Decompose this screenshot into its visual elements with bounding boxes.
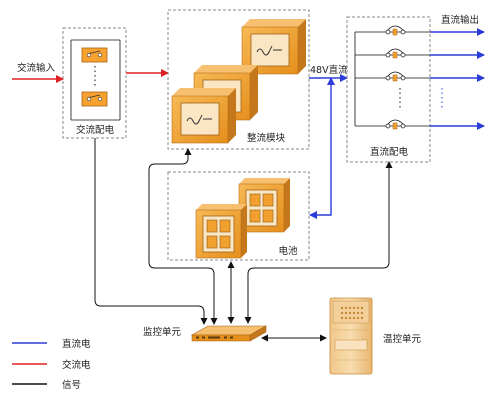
breaker-switch-icon: [81, 91, 108, 107]
breaker-switch-icon: [355, 25, 430, 36]
rectifier-module-label: 整流模块: [247, 132, 286, 144]
breaker-switch-icon: [355, 48, 430, 59]
ac-distribution-block: 交流配电: [62, 27, 127, 139]
dc-output-label: 直流输出: [441, 14, 479, 26]
ac-dc-wave-icon: [171, 88, 236, 144]
ac-distribution-frame: [62, 27, 127, 139]
dc-distribution-label: 直流配电: [370, 146, 409, 158]
dc-distribution-frame: [346, 16, 431, 163]
monitoring-unit-icon: [190, 325, 268, 342]
dc-bus-battery-link: [309, 77, 335, 219]
ac-distribution-label: 交流配电: [76, 124, 115, 136]
temp-control-unit-label: 温控单元: [383, 333, 422, 345]
breaker-switch-icon: [355, 119, 430, 130]
legend-item-dc: 直流电: [12, 338, 91, 350]
legend: 直流电 交流电 信号: [12, 338, 91, 391]
rectifier-module-block: 整流模块: [167, 9, 310, 150]
temperature-control-cabinet-icon: [329, 297, 373, 375]
svg-text:交流电: 交流电: [62, 359, 91, 371]
signal-line-dc-monitor: [244, 161, 393, 324]
ac-dc-wave-icon: [241, 19, 306, 75]
dc-48v-label: 48V直流: [310, 64, 348, 76]
breaker-switch-icon: [81, 47, 108, 63]
battery-label: 电池: [278, 245, 298, 257]
legend-item-signal: 信号: [12, 379, 81, 391]
svg-text:信号: 信号: [62, 379, 81, 391]
ac-input-label: 交流输入: [17, 62, 56, 74]
monitoring-unit-label: 监控单元: [143, 326, 182, 338]
dc-distribution-block: 直流配电: [346, 16, 431, 163]
breaker-switch-icon: [355, 71, 430, 82]
signal-line-rectifier-monitor: [148, 148, 218, 325]
battery-cells-icon: [195, 204, 247, 259]
svg-text:直流电: 直流电: [62, 338, 91, 350]
battery-block: 电池: [167, 171, 310, 261]
legend-item-ac: 交流电: [12, 359, 91, 371]
